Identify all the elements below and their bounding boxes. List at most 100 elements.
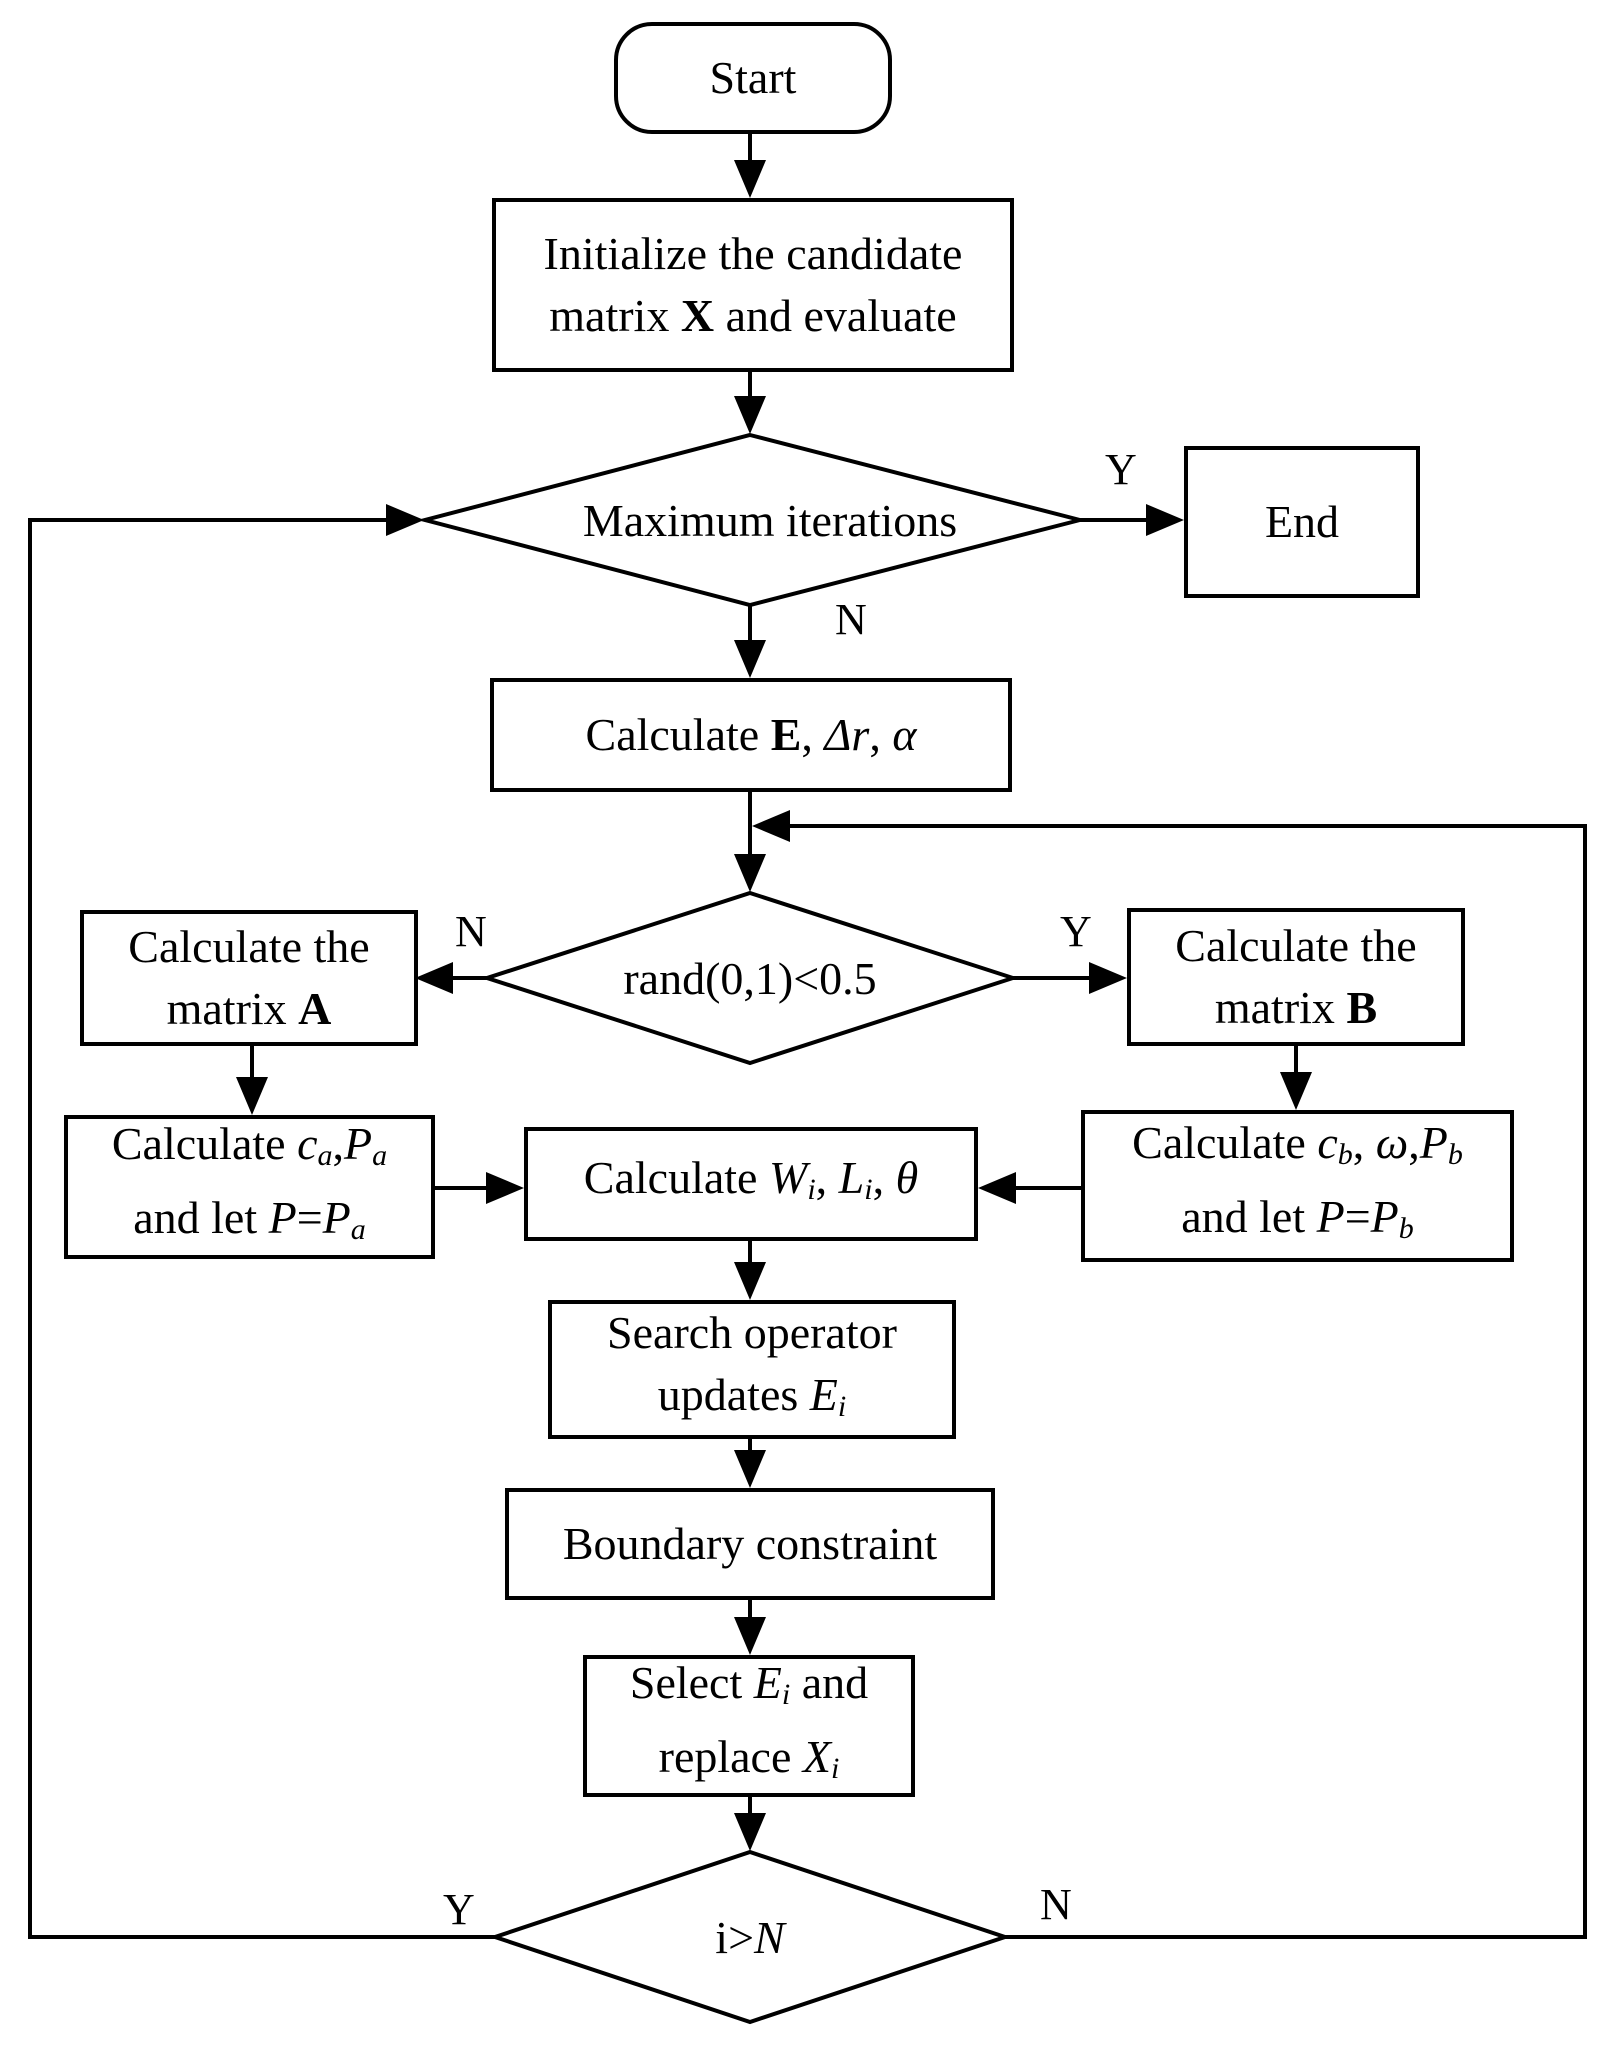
text-fragment: Calculate	[1132, 1117, 1318, 1168]
text-fragment: Select	[629, 1657, 754, 1708]
subscript: i	[781, 1678, 791, 1711]
p-symbol: P	[1419, 1117, 1448, 1168]
matrix-b-node: Calculate the matrix B	[1127, 908, 1465, 1046]
theta-symbol: θ	[895, 1152, 919, 1203]
max-no-label: N	[835, 595, 867, 644]
calculate-ca-node: Calculate ca,Pa and let P=Pa	[64, 1115, 435, 1259]
matrix-a-node: Calculate the matrix A	[80, 910, 418, 1046]
max-yes-label: Y	[1105, 445, 1137, 494]
arrowhead-end	[1146, 504, 1184, 536]
calculate-wl-node: Calculate Wi, Li, θ	[524, 1127, 978, 1241]
arrowhead-calce	[734, 640, 766, 678]
omega-symbol: ω	[1375, 1117, 1409, 1168]
text-fragment: matrix	[549, 290, 681, 341]
text-fragment: Calculate	[111, 1118, 298, 1169]
text-fragment: ,	[869, 709, 893, 760]
calculate-cb-line2: and let P=Pb	[1181, 1186, 1414, 1260]
edge-check-yes-loop	[28, 518, 495, 1939]
l-symbol: L	[838, 1152, 865, 1203]
subscript: b	[1337, 1138, 1353, 1171]
matrix-a-symbol: A	[298, 983, 332, 1034]
subscript: b	[1398, 1212, 1414, 1245]
subscript: i	[831, 1752, 840, 1785]
matrix-b-symbol: B	[1346, 982, 1378, 1033]
calculate-cb-line1: Calculate cb, ω,Pb	[1132, 1112, 1463, 1186]
text-fragment: replace	[658, 1731, 803, 1782]
subscript: a	[372, 1139, 388, 1172]
end-node: End	[1184, 446, 1420, 598]
e-symbol: E	[809, 1368, 838, 1420]
e-symbol: E	[753, 1657, 782, 1708]
text-fragment: =	[296, 1192, 323, 1243]
subscript: a	[317, 1139, 333, 1172]
matrix-a-line1: Calculate the	[128, 921, 370, 972]
c-symbol: c	[1317, 1117, 1338, 1168]
calculate-cb-node: Calculate cb, ω,Pb and let P=Pb	[1081, 1110, 1514, 1262]
arrowhead-max	[734, 396, 766, 434]
e-symbol: E	[770, 709, 802, 760]
r-symbol: r	[851, 709, 870, 760]
initialize-line2: matrix X and evaluate	[549, 285, 956, 347]
calculate-e-node: Calculate E, Δr, α	[490, 678, 1012, 792]
text-fragment: ,	[332, 1118, 345, 1169]
boundary-text: Boundary constraint	[562, 1518, 938, 1569]
calculate-ca-line2: and let P=Pa	[133, 1187, 366, 1261]
arrowhead-check	[734, 1813, 766, 1851]
x-symbol: X	[802, 1731, 832, 1782]
matrix-b-line2: matrix B	[1215, 977, 1377, 1039]
text-fragment: ,	[872, 1152, 896, 1203]
arrowhead-rand	[734, 854, 766, 892]
subscript: a	[350, 1213, 366, 1246]
text-fragment: >	[728, 1911, 755, 1963]
text-fragment: and	[790, 1657, 869, 1708]
text-fragment: Calculate	[585, 709, 771, 760]
text-fragment: and let	[1181, 1191, 1317, 1242]
calculate-wl-text: Calculate Wi, Li, θ	[584, 1147, 918, 1221]
arrowhead-init	[734, 160, 766, 198]
delta-symbol: Δ	[824, 709, 852, 760]
n-symbol: N	[754, 1911, 785, 1963]
search-operator-node: Search operator updates Ei	[548, 1300, 956, 1439]
i-gt-n-diamond	[488, 1849, 1012, 2025]
matrix-b-line1: Calculate the	[1175, 920, 1417, 971]
p-symbol: P	[1370, 1191, 1399, 1242]
rand-text: rand(0,1)<0.5	[623, 952, 877, 1004]
arrowhead-wl-right	[978, 1172, 1016, 1204]
calculate-e-text: Calculate E, Δr, α	[586, 704, 917, 766]
arrowhead-wl-left	[486, 1172, 524, 1204]
rand-no-label: N	[455, 907, 487, 956]
p-symbol: P	[322, 1192, 351, 1243]
arrowhead-loop-right	[752, 810, 790, 842]
rand-label: rand(0,1)<0.5	[560, 945, 940, 1011]
search-line2: updates Ei	[658, 1364, 846, 1438]
text-fragment: matrix	[1214, 982, 1347, 1033]
text-fragment: ,	[1408, 1117, 1420, 1168]
arrowhead-select	[734, 1617, 766, 1655]
w-symbol: W	[768, 1152, 808, 1203]
text-fragment: =	[1344, 1191, 1371, 1242]
matrix-a-line2: matrix A	[167, 978, 332, 1040]
arrowhead-b	[1089, 962, 1127, 994]
subscript: i	[864, 1173, 873, 1206]
search-line1: Search operator	[607, 1306, 897, 1358]
i-gt-n-label: i>N	[640, 1905, 860, 1969]
subscript: b	[1447, 1138, 1463, 1171]
text-fragment: ,	[815, 1152, 839, 1203]
check-no-label: N	[1040, 1880, 1072, 1929]
text-fragment: and evaluate	[714, 290, 957, 341]
end-label: End	[1264, 496, 1340, 547]
subscript: i	[837, 1389, 847, 1423]
i-gt-n-text: i>N	[715, 1911, 784, 1964]
max-iterations-label: Maximum iterations	[480, 485, 1060, 555]
subscript: i	[807, 1173, 816, 1206]
text-fragment: updates	[657, 1368, 810, 1420]
initialize-line1: Initialize the candidate	[543, 228, 963, 279]
arrowhead-search	[734, 1262, 766, 1300]
start-node: Start	[614, 22, 892, 134]
text-fragment: ,	[801, 709, 825, 760]
text-fragment: Calculate	[583, 1152, 769, 1203]
arrowhead-ca	[236, 1077, 268, 1115]
text-fragment: ,	[1352, 1117, 1376, 1168]
